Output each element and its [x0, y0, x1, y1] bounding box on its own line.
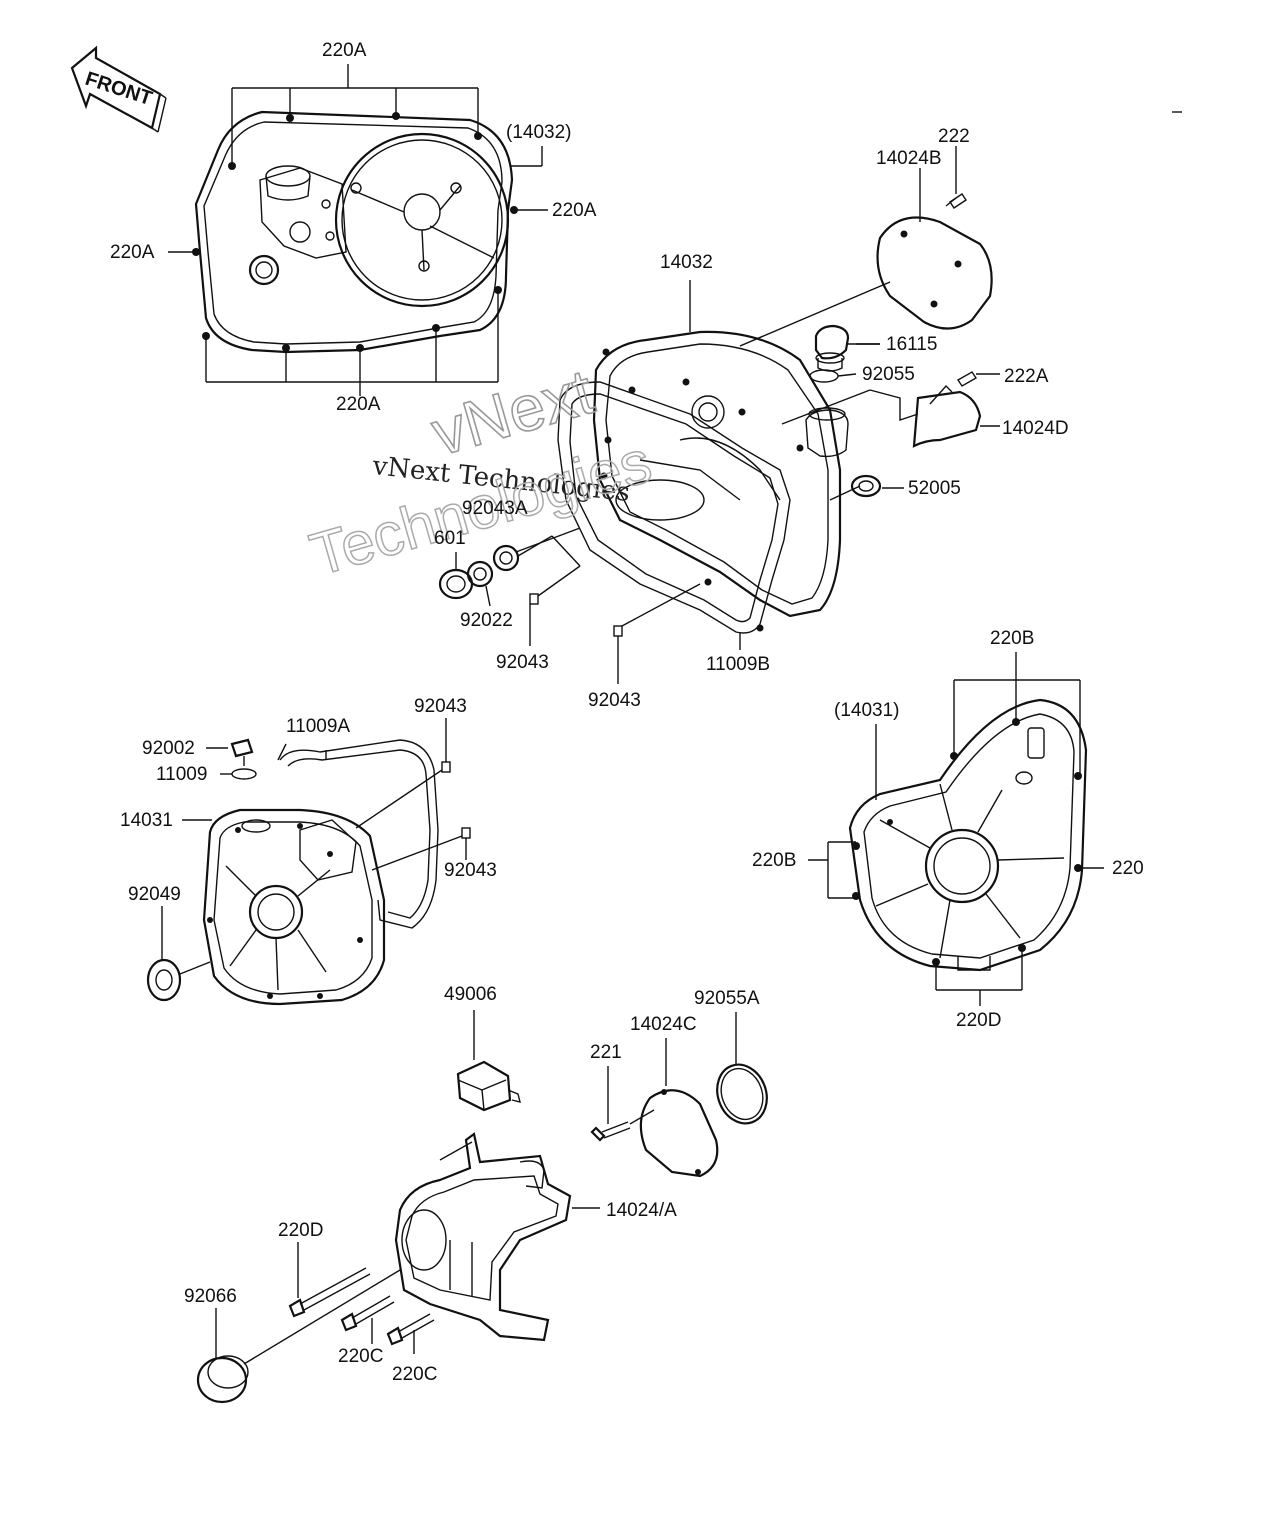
label-220c-a: 220C: [338, 1346, 383, 1367]
label-14024d: 14024D: [1002, 418, 1069, 439]
center-cover-drawing: [557, 280, 891, 634]
label-14024c: 14024C: [630, 1014, 697, 1035]
label-220a-bottom: 220A: [336, 394, 381, 415]
label-220-right: 220: [1112, 858, 1144, 879]
label-92055: 92055: [862, 364, 915, 385]
label-220d-bottom: 220D: [956, 1010, 1001, 1031]
cover-14024b-drawing: [876, 146, 993, 330]
bearing-seal-set-drawing: [438, 527, 741, 684]
label-92002: 92002: [142, 738, 195, 759]
label-92043-b: 92043: [588, 690, 641, 711]
front-label: FRONT: [82, 68, 154, 110]
label-52005: 52005: [908, 478, 961, 499]
label-221: 221: [590, 1042, 622, 1063]
label-220c-b: 220C: [392, 1364, 437, 1385]
label-49006: 49006: [444, 984, 497, 1005]
label-220d: 220D: [278, 1220, 323, 1241]
label-14032: 14032: [660, 252, 713, 273]
label-11009b: 11009B: [706, 654, 770, 675]
label-92043-a: 92043: [496, 652, 549, 673]
label-220a-left: 220A: [110, 242, 155, 263]
front-arrow-icon: FRONT: [70, 45, 167, 133]
sensor-49006-drawing: [456, 1010, 521, 1112]
right-cover-drawing: [808, 652, 1104, 1006]
label-220b-left: 220B: [752, 850, 796, 871]
label-220a-top: 220A: [322, 40, 367, 61]
label-92043-d: 92043: [444, 860, 497, 881]
label-92049: 92049: [128, 884, 181, 905]
label-220b-top: 220B: [990, 628, 1034, 649]
bearing-52005-drawing: [850, 474, 904, 498]
watermark: vNext vNext Technologies Technologies: [302, 354, 659, 589]
label-220a-right: 220A: [552, 200, 597, 221]
label-16115: 16115: [886, 334, 937, 355]
label-14031: 14031: [120, 810, 173, 831]
label-14024b: 14024B: [876, 148, 942, 169]
label-92055a: 92055A: [694, 988, 760, 1009]
label-14024a: 14024/A: [606, 1200, 677, 1221]
label-14031-paren: (14031): [834, 700, 900, 721]
label-11009: 11009: [156, 764, 207, 785]
part-labels: 220A (14032) 220A 220A 220A 222 14024B 1…: [110, 40, 1144, 1385]
left-cover-drawing: [146, 718, 471, 1006]
sprocket-cover-drawing: [196, 1132, 600, 1404]
label-92043a: 92043A: [462, 498, 528, 519]
clutch-cover-drawing: [168, 64, 548, 396]
label-222: 222: [938, 126, 970, 147]
label-222a: 222A: [1004, 366, 1049, 387]
label-11009a: 11009A: [286, 716, 350, 737]
label-92066: 92066: [184, 1286, 237, 1307]
label-92043-c: 92043: [414, 696, 467, 717]
bracket-14024d-drawing: [869, 371, 1000, 448]
label-601: 601: [434, 528, 466, 549]
cover-14024c-drawing: [590, 1012, 768, 1178]
label-14032-paren: (14032): [506, 122, 572, 143]
label-92022: 92022: [460, 610, 513, 631]
